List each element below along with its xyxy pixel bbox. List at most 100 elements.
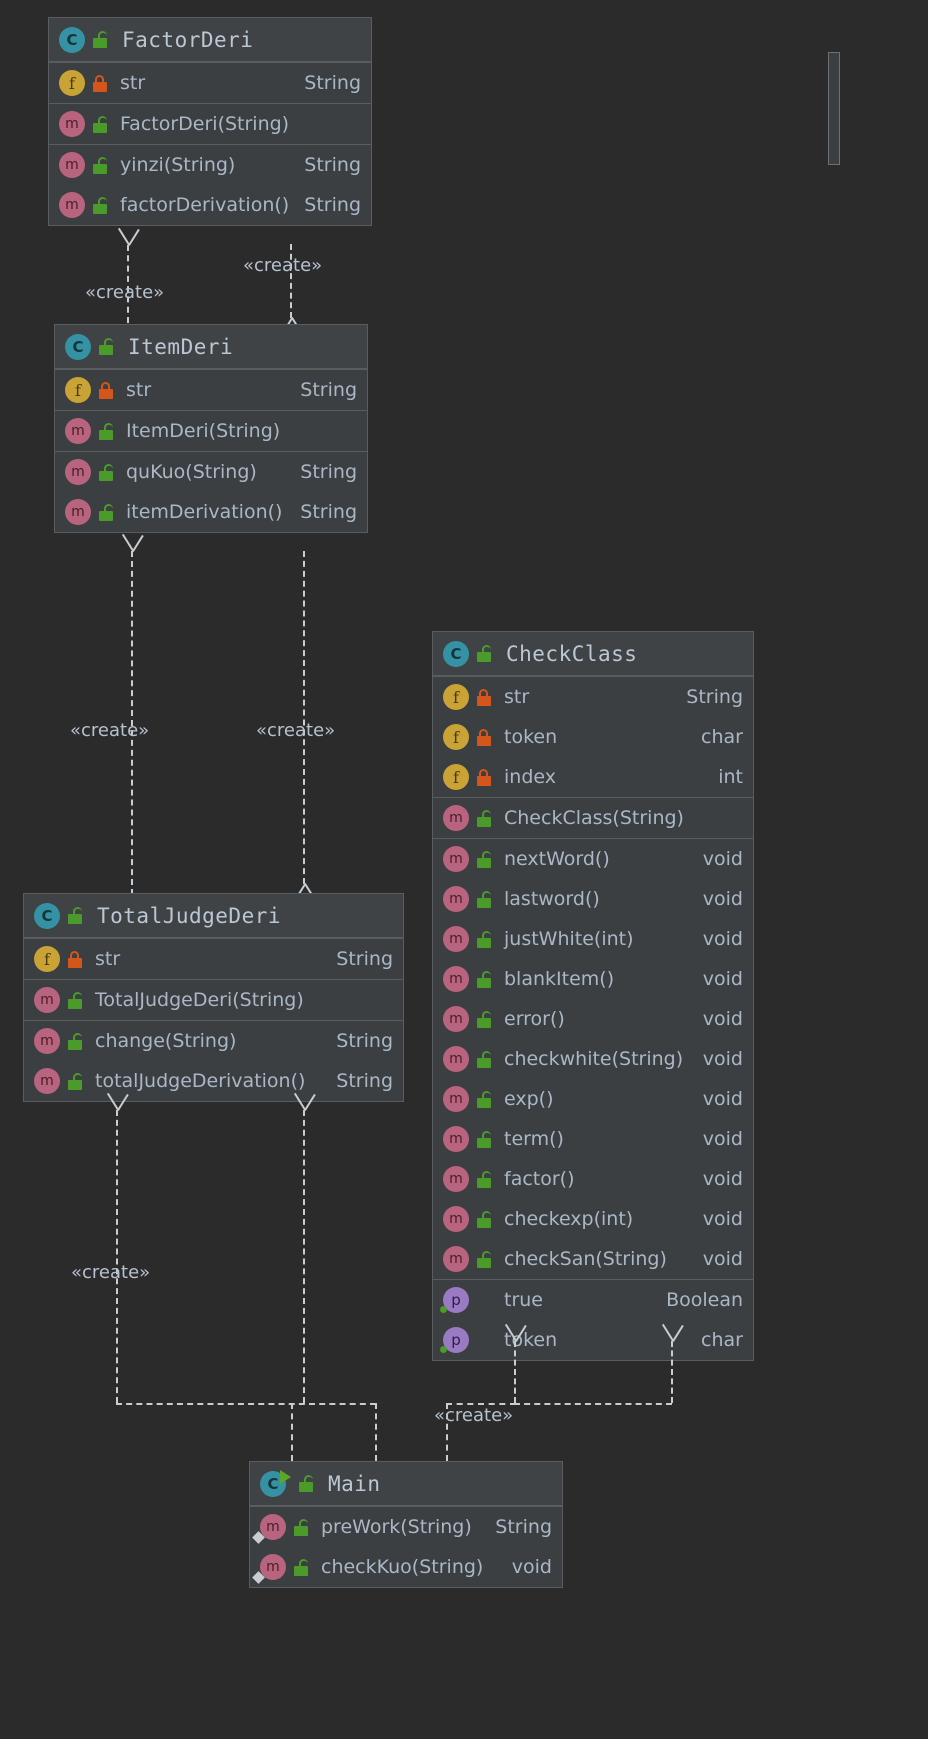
constructor-section: m CheckClass(String) [433, 797, 753, 838]
public-lock-icon [476, 1210, 492, 1228]
member-name: checkexp(int) [504, 1208, 634, 1230]
method-icon: m [34, 1028, 60, 1054]
class-name: Main [328, 1471, 381, 1496]
class-icon: C [443, 640, 469, 667]
public-lock-icon [92, 31, 108, 48]
class-header-totaljudgederi[interactable]: C TotalJudgeDeri [24, 894, 403, 938]
methods-section: m nextWord() void m lastword() void m ju… [433, 838, 753, 1279]
public-lock-icon [476, 1010, 492, 1028]
member-row[interactable]: m blankItem() void [433, 959, 753, 999]
method-icon: m [443, 1206, 469, 1232]
methods-section: m preWork(String) String m checkKuo(Stri… [250, 1506, 562, 1587]
member-row[interactable]: m nextWord() void [433, 839, 753, 879]
class-header-itemderi[interactable]: C ItemDeri [55, 325, 367, 369]
member-row[interactable]: p true Boolean [433, 1280, 753, 1320]
field-icon: f [443, 684, 469, 710]
class-name: CheckClass [506, 641, 638, 666]
member-name: itemDerivation() [126, 501, 283, 523]
member-name: quKuo(String) [126, 461, 257, 483]
uml-class-itemderi[interactable]: C ItemDeri f str String m ItemDeri(Strin… [54, 324, 368, 533]
uml-class-checkclass[interactable]: C CheckClass f str String f token char f… [432, 631, 754, 1361]
member-row[interactable]: m checkKuo(String) void [250, 1547, 562, 1587]
uml-class-main[interactable]: C Main m preWork(String) String m checkK… [249, 1461, 563, 1588]
edge-main-to-totaljudge-left [116, 1110, 118, 1403]
public-lock-icon [476, 1090, 492, 1108]
uml-class-totaljudgederi[interactable]: C TotalJudgeDeri f str String m TotalJud… [23, 893, 404, 1102]
member-row[interactable]: m checkSan(String) void [433, 1239, 753, 1279]
public-lock-icon [67, 991, 83, 1009]
member-name: str [120, 72, 146, 94]
member-name: checkKuo(String) [321, 1556, 484, 1578]
member-row[interactable]: f index int [433, 757, 753, 797]
public-lock-icon [476, 1050, 492, 1068]
constructor-section: m ItemDeri(String) [55, 410, 367, 451]
member-row[interactable]: m factorDerivation() String [49, 185, 371, 225]
member-row[interactable]: f str String [24, 939, 403, 979]
member-name: token [504, 726, 558, 748]
member-row[interactable]: m CheckClass(String) [433, 798, 753, 838]
edge-label-create: «create» [256, 720, 336, 741]
member-row[interactable]: m itemDerivation() String [55, 492, 367, 532]
method-icon: m [443, 1126, 469, 1152]
field-icon: f [443, 724, 469, 750]
member-row[interactable]: m term() void [433, 1119, 753, 1159]
vertical-scrollbar[interactable] [828, 52, 840, 165]
member-row[interactable]: f str String [49, 63, 371, 103]
member-name: FactorDeri(String) [120, 113, 290, 135]
member-name: ItemDeri(String) [126, 420, 281, 442]
uml-class-factorderi[interactable]: C FactorDeri f str String m FactorDeri(S… [48, 17, 372, 226]
member-name: factorDerivation() [120, 194, 290, 216]
method-icon: m [59, 152, 85, 178]
member-type: void [702, 1128, 743, 1150]
member-type: void [511, 1556, 552, 1578]
class-icon: C [59, 26, 85, 53]
member-type: Boolean [666, 1289, 743, 1311]
member-row[interactable]: f str String [55, 370, 367, 410]
member-type: String [304, 194, 361, 216]
private-lock-icon [98, 381, 114, 399]
method-icon: m [443, 1046, 469, 1072]
member-name: nextWord() [504, 848, 610, 870]
class-header-checkclass[interactable]: C CheckClass [433, 632, 753, 676]
fields-section: f str String [55, 369, 367, 410]
member-row[interactable]: m change(String) String [24, 1021, 403, 1061]
member-row[interactable]: m checkwhite(String) void [433, 1039, 753, 1079]
runnable-class-icon: C [260, 1469, 291, 1497]
member-name: TotalJudgeDeri(String) [95, 989, 304, 1011]
public-lock-icon [476, 645, 492, 662]
member-row[interactable]: m error() void [433, 999, 753, 1039]
member-type: String [336, 1030, 393, 1052]
member-row[interactable]: m TotalJudgeDeri(String) [24, 980, 403, 1020]
member-row[interactable]: m factor() void [433, 1159, 753, 1199]
member-row[interactable]: m justWhite(int) void [433, 919, 753, 959]
member-row[interactable]: m FactorDeri(String) [49, 104, 371, 144]
member-row[interactable]: f token char [433, 717, 753, 757]
class-header-main[interactable]: C Main [250, 1462, 562, 1506]
edge-main-to-totaljudge-right [303, 1110, 305, 1403]
member-row[interactable]: m yinzi(String) String [49, 145, 371, 185]
member-row[interactable]: m ItemDeri(String) [55, 411, 367, 451]
fields-section: f str String [24, 938, 403, 979]
member-type: void [702, 1208, 743, 1230]
member-row[interactable]: m preWork(String) String [250, 1507, 562, 1547]
member-row[interactable]: m checkexp(int) void [433, 1199, 753, 1239]
member-name: justWhite(int) [504, 928, 634, 950]
class-header-factorderi[interactable]: C FactorDeri [49, 18, 371, 62]
method-icon: m [443, 1086, 469, 1112]
member-row[interactable]: m totalJudgeDerivation() String [24, 1061, 403, 1101]
class-icon: C [65, 333, 91, 360]
public-lock-icon [293, 1518, 309, 1536]
member-row[interactable]: m lastword() void [433, 879, 753, 919]
member-type: String [304, 72, 361, 94]
member-name: factor() [504, 1168, 575, 1190]
edge-checkclass-horizontal-run [514, 1403, 672, 1405]
method-icon: m [59, 192, 85, 218]
member-row[interactable]: m exp() void [433, 1079, 753, 1119]
method-icon: m [34, 987, 60, 1013]
member-row[interactable]: m quKuo(String) String [55, 452, 367, 492]
member-row[interactable]: p token char [433, 1320, 753, 1360]
member-type: void [702, 1248, 743, 1270]
method-icon: m [65, 459, 91, 485]
member-row[interactable]: f str String [433, 677, 753, 717]
